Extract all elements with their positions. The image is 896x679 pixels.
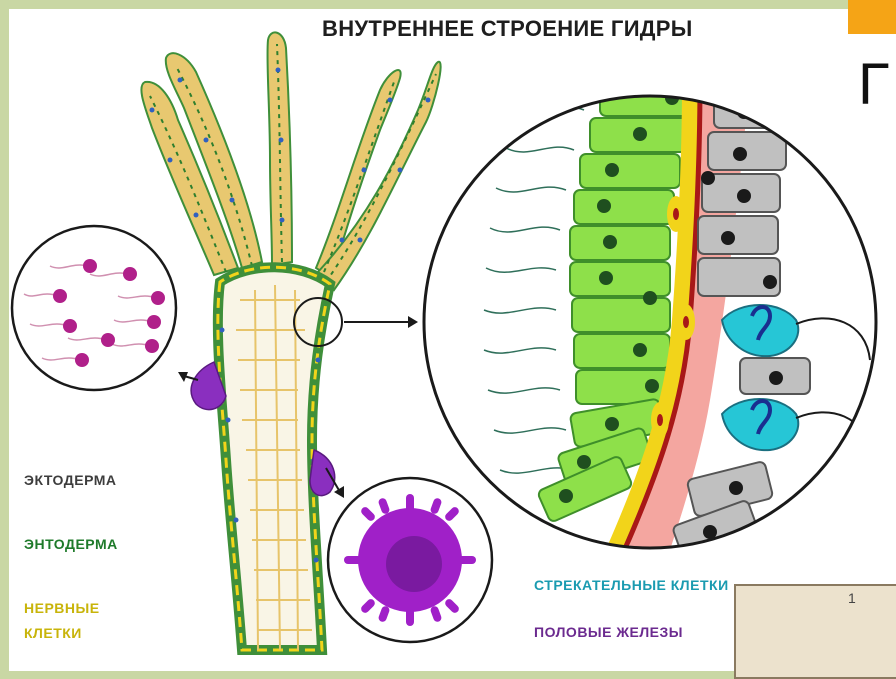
legend-endoderm: ЭНТОДЕРМА: [24, 536, 118, 552]
photo-label: 1: [848, 590, 856, 606]
tentacle: [267, 32, 292, 265]
legend-nerve-line2: КЛЕТКИ: [24, 621, 100, 646]
legend-sex-glands: ПОЛОВЫЕ ЖЕЛЕЗЫ: [534, 624, 683, 640]
sperm-inset: [12, 226, 198, 390]
gonad: [310, 450, 335, 496]
legend-stinging-cells: СТРЕКАТЕЛЬНЫЕ КЛЕТКИ: [534, 577, 729, 593]
tissue-magnification: [424, 80, 876, 580]
egg-inset: [326, 468, 492, 642]
legend-ectoderm: ЭКТОДЕРМА: [24, 472, 117, 488]
scanned-photo-fragment: [734, 584, 896, 679]
legend-nerve-line1: НЕРВНЫЕ: [24, 596, 100, 621]
legend-nerve-cells: НЕРВНЫЕ КЛЕТКИ: [24, 596, 100, 646]
